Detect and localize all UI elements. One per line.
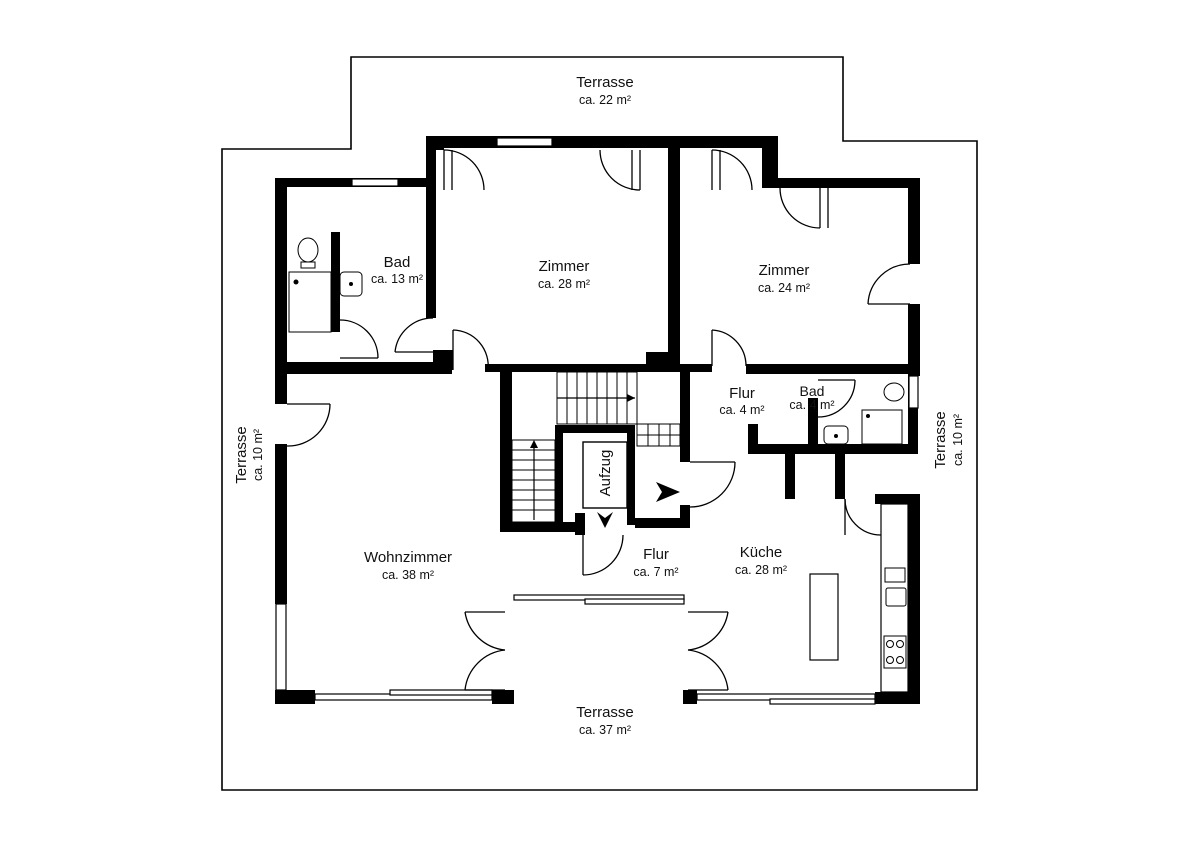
terrace-outline bbox=[221, 56, 978, 791]
terrace-bottom-area: ca. 37 m² bbox=[579, 723, 631, 737]
bath-main-name: Bad bbox=[384, 254, 411, 271]
hall-small-name: Flur bbox=[729, 385, 755, 402]
entry-arrow-icon bbox=[656, 482, 680, 502]
bath-small-fixtures bbox=[823, 382, 905, 445]
terrace-bottom-name: Terrasse bbox=[576, 704, 634, 721]
bath-main-fixtures bbox=[288, 237, 363, 333]
terrace-right-name: Terrasse bbox=[932, 411, 949, 469]
room-left-area: ca. 28 m² bbox=[538, 277, 590, 291]
elevator bbox=[582, 441, 628, 528]
hall-small-area: ca. 4 m² bbox=[719, 403, 764, 417]
staircase bbox=[511, 371, 681, 523]
terrace-left-area: ca. 10 m² bbox=[251, 429, 265, 481]
room-right-name: Zimmer bbox=[759, 262, 810, 279]
elevator-arrow-icon bbox=[597, 512, 613, 528]
sink-icon bbox=[823, 425, 849, 445]
kitchen-name: Küche bbox=[740, 544, 783, 561]
hall-main-area: ca. 7 m² bbox=[633, 565, 678, 579]
terrace-left-name: Terrasse bbox=[233, 426, 250, 484]
doors bbox=[286, 149, 911, 691]
bath-small-area: ca. 4 m² bbox=[789, 398, 834, 412]
living-name: Wohnzimmer bbox=[364, 549, 452, 566]
room-left-name: Zimmer bbox=[539, 258, 590, 275]
living-area: ca. 38 m² bbox=[382, 568, 434, 582]
kitchen-area: ca. 28 m² bbox=[735, 563, 787, 577]
exterior-walls bbox=[275, 136, 920, 704]
cooktop-icon bbox=[883, 635, 907, 669]
terrace-top-name: Terrasse bbox=[576, 74, 634, 91]
room-right-area: ca. 24 m² bbox=[758, 281, 810, 295]
interior-walls bbox=[287, 178, 920, 535]
kitchen-island bbox=[809, 573, 839, 661]
sink-icon bbox=[885, 587, 907, 607]
room-labels: Terrasse ca. 22 m² Bad ca. 13 m² Zimmer … bbox=[233, 74, 965, 737]
kitchen-fixtures bbox=[809, 503, 909, 693]
toilet-icon bbox=[297, 237, 319, 263]
sink-icon bbox=[339, 271, 363, 297]
elevator-label: Aufzug bbox=[597, 450, 614, 497]
bath-small-name: Bad bbox=[800, 383, 825, 399]
terrace-top-area: ca. 22 m² bbox=[579, 93, 631, 107]
windows bbox=[275, 137, 919, 705]
toilet-icon bbox=[883, 382, 905, 402]
terrace-right-area: ca. 10 m² bbox=[951, 414, 965, 466]
bath-main-area: ca. 13 m² bbox=[371, 272, 423, 286]
hall-main-name: Flur bbox=[643, 546, 669, 563]
